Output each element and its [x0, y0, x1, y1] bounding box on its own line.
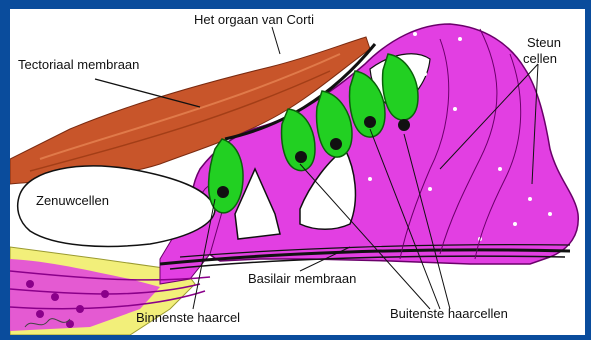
outer-hair-cell-nucleus	[330, 138, 342, 150]
cell-dot	[453, 107, 457, 111]
label-nerve: Zenuwcellen	[36, 194, 109, 207]
outer-hair-cell-nucleus	[398, 119, 410, 131]
label-support-1: Steun	[527, 36, 561, 49]
cell-dot	[513, 222, 517, 226]
label-tectorial: Tectoriaal membraan	[18, 58, 139, 71]
diagram-canvas: Het orgaan van Corti Tectoriaal membraan…	[10, 9, 585, 335]
cell-dot	[498, 167, 502, 171]
cell-dot	[528, 197, 532, 201]
cell-dot	[428, 187, 432, 191]
label-title: Het orgaan van Corti	[194, 13, 314, 26]
cell-dot	[413, 32, 417, 36]
label-outer-hair: Buitenste haarcellen	[390, 307, 508, 320]
cell-dot	[458, 37, 462, 41]
inner-hair-cell-nucleus	[217, 186, 229, 198]
nerve-cell	[36, 310, 44, 318]
label-support-2: cellen	[523, 52, 557, 65]
label-basilar: Basilair membraan	[248, 272, 356, 285]
outer-hair-cell-nucleus	[364, 116, 376, 128]
leader-title	[272, 27, 280, 54]
cell-dot	[423, 72, 427, 76]
cell-dot	[548, 212, 552, 216]
nerve-cell	[26, 280, 34, 288]
outer-hair-cell-nucleus	[295, 151, 307, 163]
cell-dot	[368, 177, 372, 181]
label-inner-hair: Binnenste haarcel	[136, 311, 240, 324]
nerve-cell	[51, 293, 59, 301]
